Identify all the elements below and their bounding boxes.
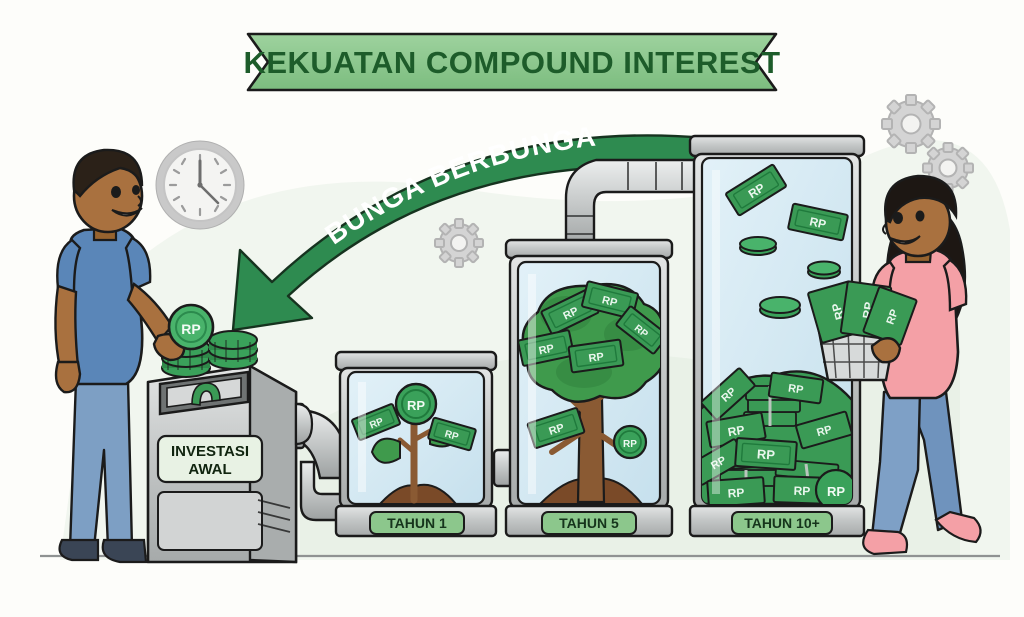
held-coin: RP — [167, 303, 215, 351]
banknote-label: RP — [756, 446, 775, 462]
tank-2-label: TAHUN 5 — [559, 515, 619, 531]
tank-3-label: TAHUN 10+ — [744, 515, 820, 531]
coin-stack-right — [208, 330, 258, 370]
banknote-label: RP — [793, 484, 810, 499]
coin-label: RP — [407, 398, 425, 413]
man-investor[interactable]: RP — [54, 148, 215, 564]
coin-label: RP — [623, 439, 637, 450]
banknote-label: RP — [727, 423, 746, 440]
banner-title: KEKUATAN COMPOUND INTEREST — [243, 45, 780, 80]
title-banner: KEKUATAN COMPOUND INTEREST — [243, 32, 780, 92]
banknote-label: RP — [815, 424, 833, 440]
coin-label: RP — [827, 484, 845, 499]
banknote-label: RP — [787, 382, 804, 396]
tank-3[interactable]: RP RP RP RP — [688, 134, 866, 538]
held-coin-label: RP — [181, 321, 200, 337]
tank-2[interactable]: RP RP RP RP — [504, 238, 674, 538]
investment-machine[interactable]: INVESTASI AWAL — [146, 330, 314, 564]
banknote-label: RP — [588, 351, 605, 365]
banknote-label: RP — [443, 429, 460, 443]
woman-harvester[interactable]: RP RP RP — [807, 174, 982, 556]
banknote-label: RP — [885, 308, 902, 326]
banknote-label: RP — [538, 342, 555, 357]
machine-label-plate — [156, 434, 264, 484]
gear-middle-icon — [434, 218, 484, 268]
gear-top-right-icon — [881, 94, 941, 154]
tank-1-label: TAHUN 1 — [387, 515, 447, 531]
banknote-label: RP — [808, 214, 827, 231]
pipe-tank2-to-tank3 — [564, 158, 702, 254]
banknote-label: RP — [601, 294, 619, 309]
machine-label-line2: AWAL — [188, 461, 231, 478]
money-basket: RP RP RP — [807, 280, 918, 382]
wall-clock — [155, 140, 245, 230]
banknote-label: RP — [547, 422, 565, 438]
banknote-label: RP — [368, 416, 385, 432]
tank-1[interactable]: RP RP RP TAHUN 1 — [334, 350, 498, 538]
machine-label-line1: INVESTASI — [171, 443, 249, 460]
banknote-label: RP — [727, 485, 745, 500]
clock-minute-hand — [198, 183, 220, 205]
